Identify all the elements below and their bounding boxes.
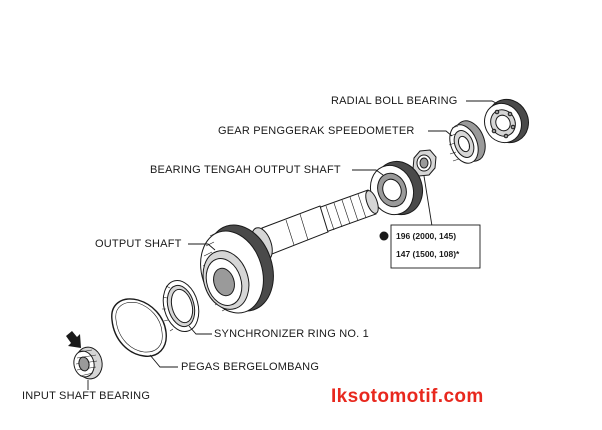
torque-callout: 196 (2000, 145) 147 (1500, 108)* [379, 224, 481, 269]
speedometer-drive-gear [448, 120, 486, 164]
label-wave-spring: PEGAS BERGELOMBANG [181, 361, 319, 373]
lock-nut [412, 149, 437, 177]
watermark-text: Iksotomotif.com [331, 386, 484, 407]
label-input-bearing: INPUT SHAFT BEARING [22, 390, 150, 402]
input-shaft-bearing [73, 346, 103, 380]
center-bearing [369, 160, 424, 216]
arrow-icon [66, 331, 81, 348]
label-speedo-gear: GEAR PENGGERAK SPEEDOMETER [218, 125, 415, 137]
radial-ball-bearing [484, 98, 529, 144]
synchronizer-ring [162, 280, 200, 332]
label-radial-bearing: RADIAL BOLL BEARING [331, 95, 457, 107]
label-synchro-ring: SYNCHRONIZER RING NO. 1 [214, 328, 369, 340]
leader-lines [87, 100, 499, 390]
output-shaft-gear [200, 224, 274, 314]
wave-spring [111, 298, 167, 357]
label-center-bearing: BEARING TENGAH OUTPUT SHAFT [150, 164, 341, 176]
torque-bullet-icon [379, 231, 389, 241]
torque-value-1: 196 (2000, 145) [396, 231, 456, 241]
label-output-shaft: OUTPUT SHAFT [95, 238, 182, 250]
torque-value-2: 147 (1500, 108)* [396, 249, 460, 259]
